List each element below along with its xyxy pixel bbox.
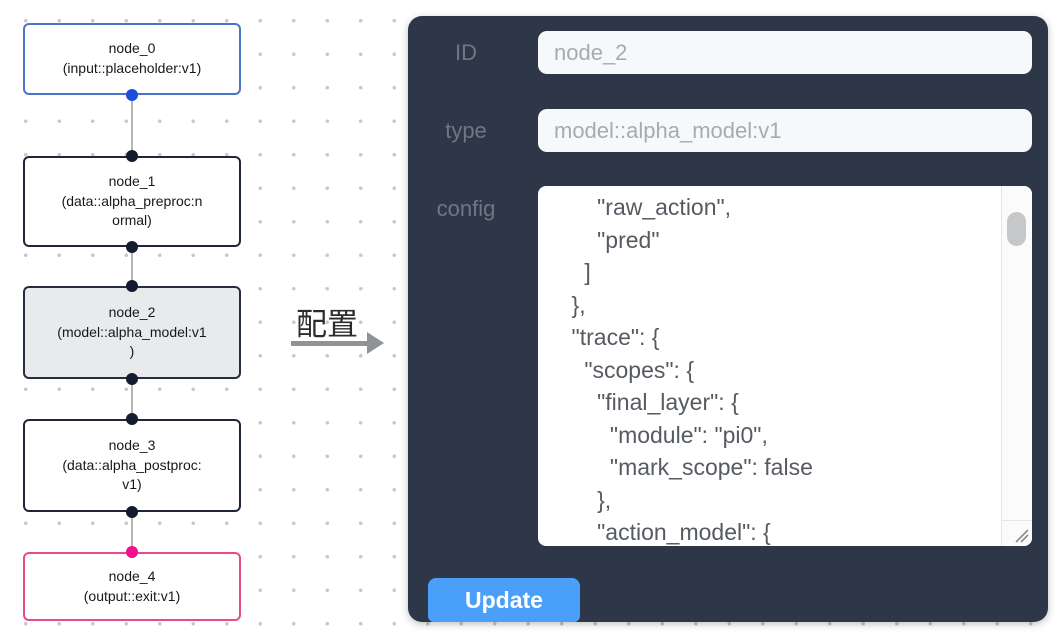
port-node_3-in[interactable] bbox=[126, 413, 138, 425]
edge-node1-node2 bbox=[131, 247, 133, 286]
flow-node-node_2-selected[interactable]: node_2(model::alpha_model:v1) bbox=[23, 286, 241, 379]
type-input[interactable] bbox=[538, 109, 1032, 152]
port-node_2-in[interactable] bbox=[126, 280, 138, 292]
textarea-resize-handle[interactable] bbox=[1001, 520, 1032, 546]
config-field-label: config bbox=[436, 196, 496, 221]
edge-node2-node3 bbox=[131, 379, 133, 419]
port-node_2-out[interactable] bbox=[126, 373, 138, 385]
port-node_0-out[interactable] bbox=[126, 89, 138, 101]
edge-node0-node1 bbox=[131, 95, 133, 156]
port-node_1-out[interactable] bbox=[126, 241, 138, 253]
node-label: node_2(model::alpha_model:v1) bbox=[57, 303, 207, 360]
right-arrow-shaft bbox=[291, 341, 369, 346]
flow-node-node_0[interactable]: node_0(input::placeholder:v1) bbox=[23, 23, 241, 95]
node-label: node_3(data::alpha_postproc:v1) bbox=[62, 436, 202, 493]
config-scrollbar-thumb[interactable] bbox=[1007, 212, 1026, 246]
config-json-text[interactable]: "raw_action", "pred" ] }, "trace": { "sc… bbox=[571, 194, 813, 545]
flow-node-node_4[interactable]: node_4(output::exit:v1) bbox=[23, 552, 241, 621]
right-arrow-icon bbox=[367, 332, 384, 354]
port-node_3-out[interactable] bbox=[126, 506, 138, 518]
node-config-panel: ID type config "raw_action", "pred" ] },… bbox=[408, 16, 1048, 622]
id-input[interactable] bbox=[538, 31, 1032, 74]
node-label: node_4(output::exit:v1) bbox=[83, 567, 181, 604]
config-scrollbar-track[interactable] bbox=[1001, 186, 1032, 546]
port-node_4-in[interactable] bbox=[126, 546, 138, 558]
configure-annotation-label: 配置 bbox=[296, 307, 358, 342]
node-label: node_0(input::placeholder:v1) bbox=[62, 40, 202, 76]
flow-node-node_3[interactable]: node_3(data::alpha_postproc:v1) bbox=[23, 419, 241, 512]
port-node_1-in[interactable] bbox=[126, 150, 138, 162]
resize-grip-icon bbox=[1015, 529, 1029, 543]
config-textarea[interactable]: "raw_action", "pred" ] }, "trace": { "sc… bbox=[538, 186, 1032, 546]
edge-node3-node4 bbox=[131, 512, 133, 552]
id-field-label: ID bbox=[455, 40, 477, 65]
type-field-label: type bbox=[445, 118, 487, 143]
update-button[interactable]: Update bbox=[428, 578, 580, 622]
